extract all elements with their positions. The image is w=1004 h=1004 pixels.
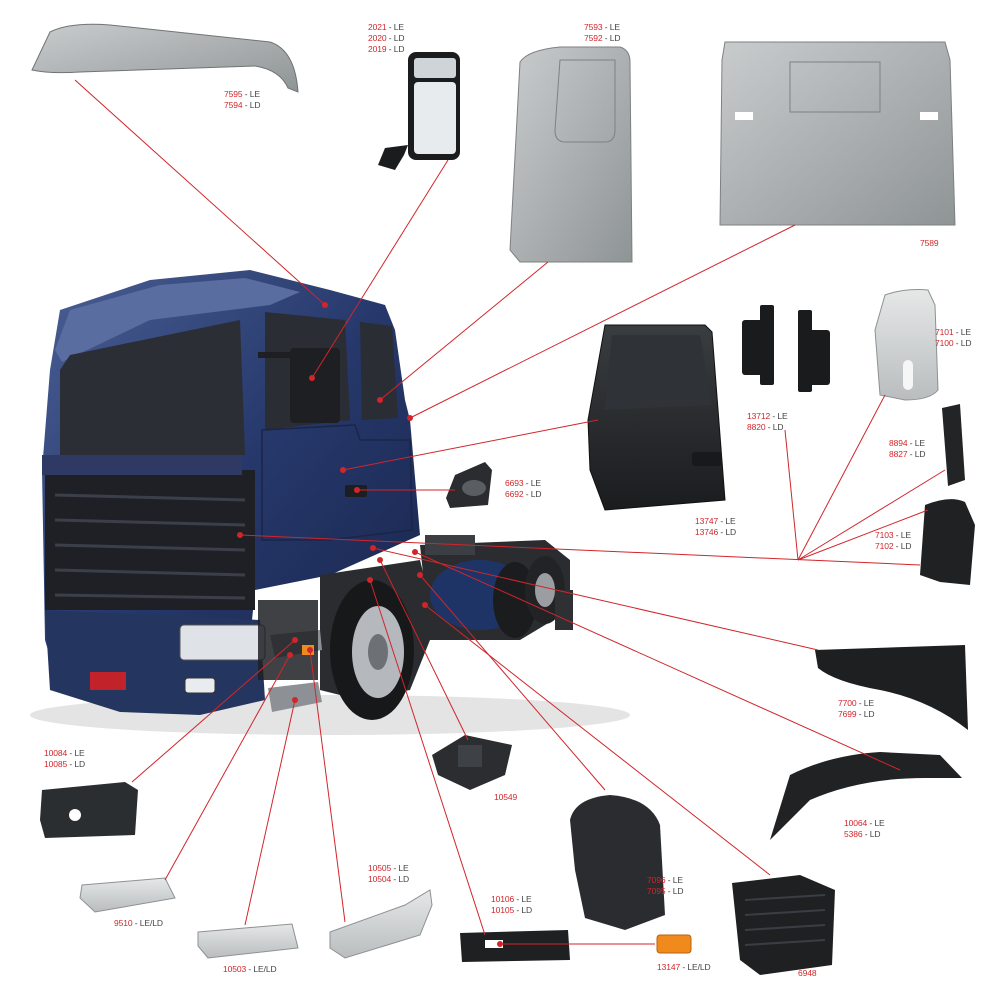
label-step-small: 9510 - LE/LD (114, 918, 163, 928)
part-roof-visor-image (31, 23, 299, 93)
label-step-medium: 10503 - LE/LD (223, 964, 277, 974)
part-mirror-image (378, 52, 460, 170)
label-hinge-brackets: 13712 - LE 8820 - LD (747, 411, 788, 432)
label-battery-cover: 6948 (798, 968, 817, 978)
label-fender-extension: 7700 - LE 7699 - LD (838, 698, 875, 719)
part-side-marker-lamp-image (656, 934, 692, 954)
label-rear-panel: 7589 (920, 238, 939, 248)
part-hinge-brackets-image (742, 305, 830, 392)
label-corner-deflector: 7103 - LE 7102 - LD (875, 530, 912, 551)
part-wheel-arch-image (770, 752, 962, 840)
part-step-medium-image (197, 923, 299, 959)
label-mirror: 2021 - LE 2020 - LD 2019 - LD (368, 22, 405, 54)
part-images (31, 23, 975, 975)
part-bumper-end-image (40, 782, 138, 838)
label-mount-bracket: 10549 (494, 792, 518, 802)
label-corner-cap: 7101 - LE 7100 - LD (935, 327, 972, 348)
part-corner-deflector-image (920, 499, 975, 585)
part-side-panel-image (509, 46, 633, 263)
part-fender-extension-image (815, 645, 968, 730)
part-step-long-image (329, 889, 433, 959)
part-rear-panel-image (719, 41, 956, 226)
part-step-small-image (79, 877, 176, 913)
label-door-handle: 6693 - LE 6692 - LD (505, 478, 542, 499)
label-wheel-arch: 10064 - LE 5386 - LD (844, 818, 885, 839)
part-mud-flap-image (570, 795, 665, 930)
label-door: 13747 - LE 13746 - LD (695, 516, 737, 537)
label-side-marker-lamp: 13147 - LE/LD (657, 962, 711, 972)
leader-dots (237, 302, 503, 947)
part-small-trim-image (942, 404, 965, 486)
label-step-housing: 10106 - LE 10105 - LD (491, 894, 533, 915)
label-roof-visor: 7595 - LE 7594 - LD (224, 89, 261, 110)
label-small-trim: 8894 - LE 8827 - LD (889, 438, 926, 459)
label-bumper-end: 10084 - LE 10085 - LD (44, 748, 86, 769)
part-step-housing-image (460, 930, 570, 962)
part-corner-cap-image (874, 289, 939, 401)
truck-illustration (30, 270, 630, 735)
label-mud-flap: 7096 - LE 7095 - LD (647, 875, 684, 896)
label-side-panel: 7593 - LE 7592 - LD (584, 22, 621, 43)
label-step-long: 10505 - LE 10504 - LD (368, 863, 410, 884)
leader-lines (74, 79, 946, 945)
